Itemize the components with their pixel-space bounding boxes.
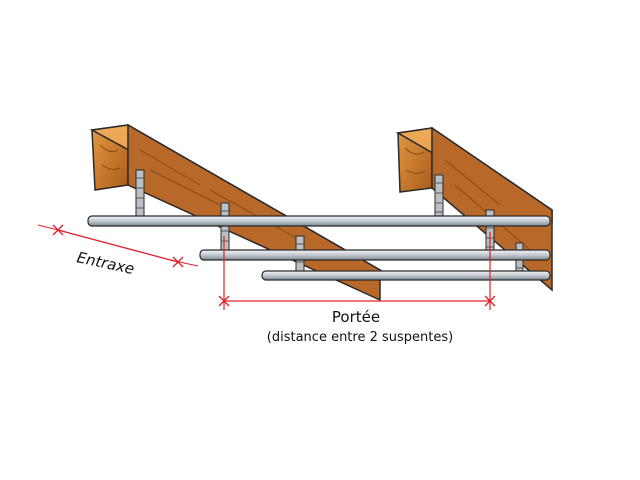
rail [199, 249, 551, 261]
furring-rails [87, 215, 551, 281]
right-joist-side [431, 126, 553, 292]
portee-dimension [218, 232, 496, 310]
entraxe-dimension [37, 224, 199, 268]
rail [261, 270, 551, 281]
cross-mark [484, 295, 496, 307]
cross-mark [218, 295, 230, 307]
hanger [135, 169, 145, 219]
entraxe-label: Entraxe [75, 248, 136, 278]
portee-label: Portée [332, 308, 380, 326]
portee-note-label: (distance entre 2 suspentes) [267, 330, 453, 345]
hanger [220, 202, 230, 252]
cross-mark [172, 256, 184, 268]
hanger [434, 174, 444, 221]
right-joist [395, 126, 553, 292]
cross-mark [52, 224, 64, 236]
rail [87, 215, 551, 227]
